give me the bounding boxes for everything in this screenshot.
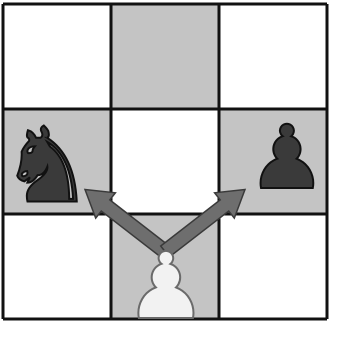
square-r2-c0	[3, 214, 111, 319]
square-r1-c1	[111, 109, 219, 214]
black-knight: ♞	[0, 105, 93, 227]
square-r2-c2	[219, 214, 327, 319]
black-pawn: ♟	[248, 106, 327, 209]
square-r0-c2	[219, 4, 327, 109]
white-pawn: ♟	[125, 233, 207, 340]
square-r0-c0	[3, 4, 111, 109]
square-r0-c1	[111, 4, 219, 109]
